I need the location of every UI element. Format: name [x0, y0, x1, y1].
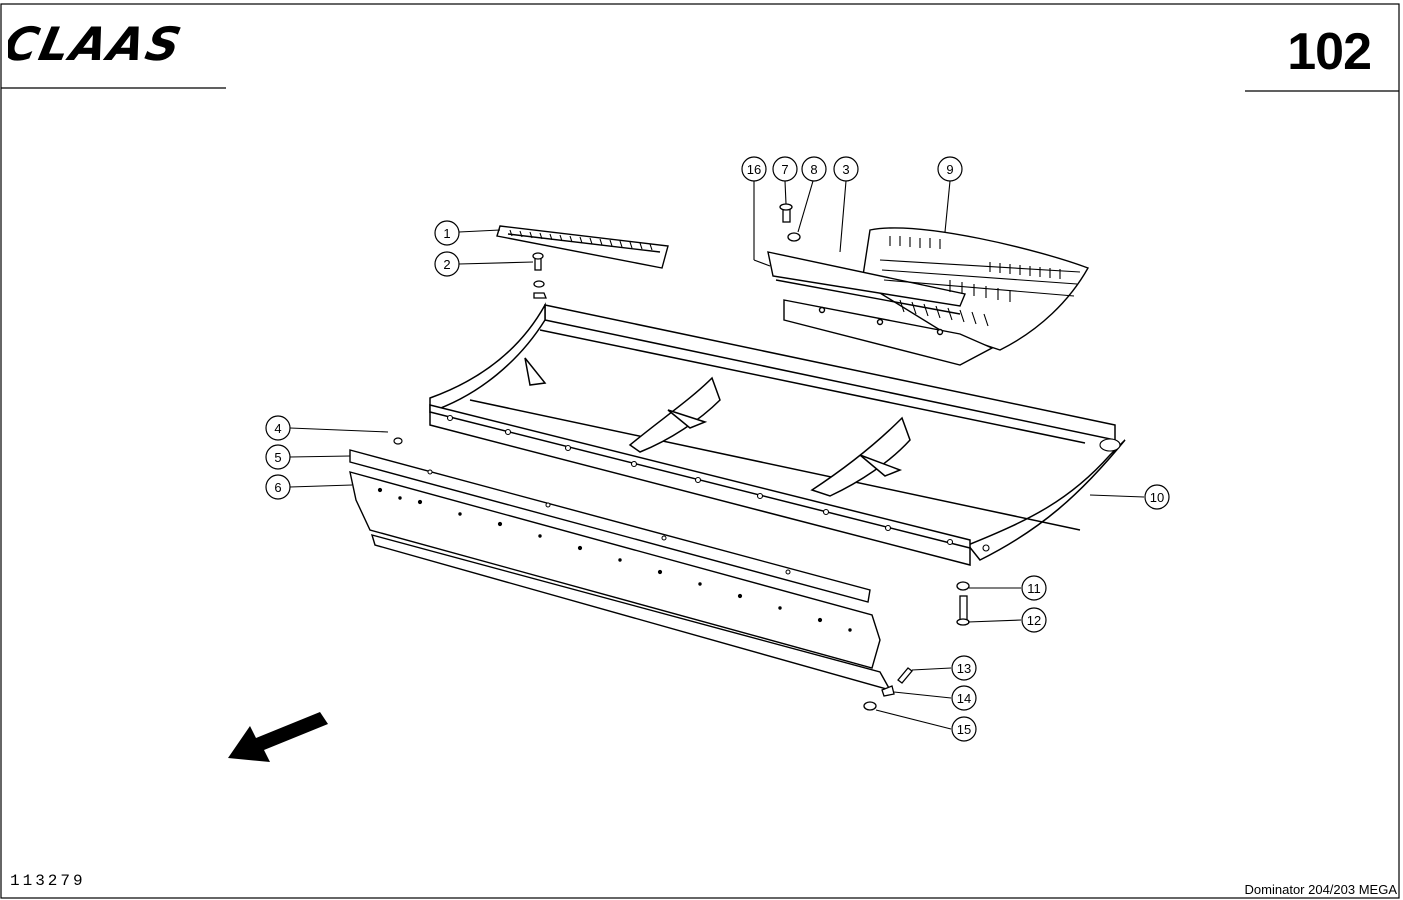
page-border — [0, 3, 1400, 899]
callout-5: 5 — [265, 444, 291, 470]
callout-1: 1 — [434, 220, 460, 246]
part-1-strip — [496, 225, 669, 269]
callout-15: 15 — [951, 716, 977, 742]
svg-text:11: 11 — [1027, 581, 1041, 596]
callout-leaders — [289, 180, 1145, 730]
callout-3: 3 — [833, 156, 859, 182]
svg-text:2: 2 — [443, 257, 450, 272]
callout-8: 8 — [801, 156, 827, 182]
part-5-bar — [349, 449, 871, 603]
callout-7: 7 — [772, 156, 798, 182]
callout-12: 12 — [1021, 607, 1047, 633]
svg-text:CLAAS: CLAAS — [8, 18, 187, 68]
svg-text:9: 9 — [946, 162, 953, 177]
callout-16: 16 — [741, 156, 767, 182]
callout-2: 2 — [434, 251, 460, 277]
page-number: 102 — [1287, 23, 1372, 81]
callout-4: 4 — [265, 415, 291, 441]
svg-text:7: 7 — [781, 162, 788, 177]
svg-text:14: 14 — [957, 691, 971, 706]
svg-text:5: 5 — [274, 450, 281, 465]
part-15-nut — [863, 701, 877, 711]
travel-direction-arrow-icon — [228, 712, 328, 762]
svg-text:13: 13 — [957, 661, 971, 676]
svg-text:4: 4 — [274, 421, 281, 436]
part-7-bolt — [779, 203, 793, 223]
callout-13: 13 — [951, 655, 977, 681]
svg-text:1: 1 — [443, 226, 450, 241]
svg-text:16: 16 — [747, 162, 761, 177]
svg-text:8: 8 — [810, 162, 817, 177]
callout-14: 14 — [951, 685, 977, 711]
svg-text:10: 10 — [1150, 490, 1164, 505]
model-label: Dominator 204/203 MEGA — [1244, 882, 1397, 897]
drawing-number: 113279 — [10, 872, 86, 890]
concave-section — [767, 227, 1090, 366]
callout-6: 6 — [265, 474, 291, 500]
part-12-bolt — [956, 595, 970, 626]
part-2-bolt — [532, 252, 547, 299]
callout-11: 11 — [1021, 575, 1047, 601]
part-4-bolt — [393, 437, 403, 445]
part-13-bolt — [897, 667, 913, 684]
part-8-washer — [787, 232, 801, 242]
part-14-washer — [881, 685, 895, 697]
callout-9: 9 — [937, 156, 963, 182]
callout-10: 10 — [1144, 484, 1170, 510]
svg-text:6: 6 — [274, 480, 281, 495]
part-10-frame — [429, 302, 1126, 566]
svg-text:3: 3 — [842, 162, 849, 177]
svg-text:12: 12 — [1027, 613, 1041, 628]
svg-text:15: 15 — [957, 722, 971, 737]
claas-logo: CLAAS — [8, 18, 187, 68]
part-11-nut — [956, 581, 970, 591]
